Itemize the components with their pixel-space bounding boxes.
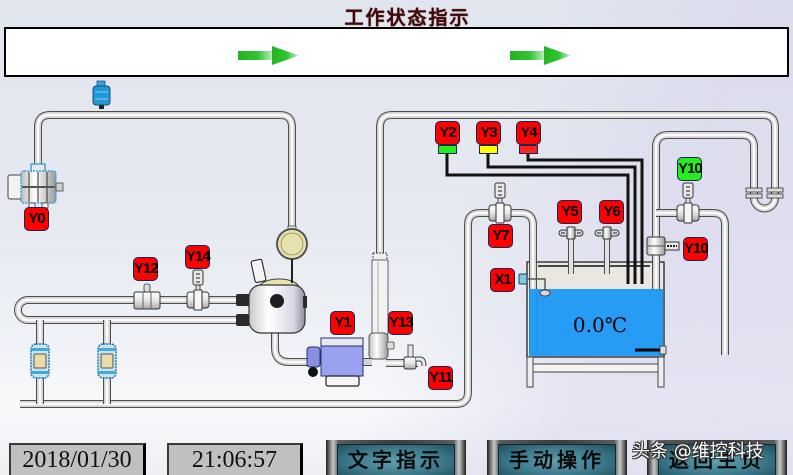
- pipe-u-trap: [745, 187, 784, 209]
- filter-left-2-icon: [97, 343, 117, 379]
- valve-y11-icon: [403, 344, 427, 370]
- air-filter-icon: [92, 80, 111, 109]
- pressure-gauge-icon: [276, 225, 308, 283]
- valve-y7-icon: [488, 182, 512, 224]
- tag-y7: Y7: [488, 224, 513, 248]
- tag-y3: Y3: [476, 121, 501, 145]
- text-indication-button-label: 文字指示: [337, 444, 455, 475]
- manual-operation-button[interactable]: 手动操作: [487, 440, 627, 475]
- text-indication-button[interactable]: 文字指示: [326, 440, 466, 475]
- page-title: 工作状态指示: [344, 7, 471, 29]
- actuator-y6-icon: [594, 226, 620, 240]
- pipe-drain-branch: [656, 213, 725, 355]
- tank-temperature: 0.0℃: [572, 313, 628, 337]
- tag-y11: Y11: [428, 366, 453, 390]
- tag-y14: Y14: [185, 245, 211, 269]
- watermark-text: 头条 @维控科技: [632, 441, 764, 462]
- tag-y1: Y1: [330, 311, 355, 335]
- wire-y3: [486, 154, 637, 284]
- glass-column-icon: [368, 252, 395, 360]
- filter-left-1-icon: [30, 343, 50, 379]
- manual-operation-button-label: 手动操作: [498, 444, 616, 475]
- tag-y5: Y5: [557, 200, 582, 224]
- tank-drain-valve-icon: [659, 345, 667, 355]
- level-sensor-x1: [518, 273, 551, 297]
- valve-y12-icon: [133, 283, 161, 310]
- valve-y14-icon: [186, 269, 210, 311]
- tank-water: [529, 289, 663, 356]
- indicator-lamp-y2: [438, 145, 457, 154]
- tag-y0: Y0: [24, 207, 49, 231]
- mixing-vessel: [236, 258, 307, 334]
- valve-y10-icon: [676, 182, 700, 224]
- flow-arrow-icon: [238, 46, 299, 65]
- pump-y0-icon: [7, 163, 64, 209]
- tag-y4: Y4: [516, 121, 541, 145]
- status-indicator-panel: [4, 27, 789, 77]
- return-home-button-label: 返回主页: [658, 444, 776, 475]
- tag-y13: Y13: [388, 311, 414, 335]
- indicator-lamp-y3: [479, 145, 498, 154]
- sensor-y10-icon: [646, 236, 680, 256]
- time-display: 21:06:57: [167, 443, 303, 475]
- tag-y12: Y12: [133, 257, 159, 281]
- wire-y2: [445, 154, 630, 284]
- tag-y2: Y2: [435, 121, 460, 145]
- indicator-lamp-y4: [519, 145, 538, 154]
- pipe-top-left-loop: [38, 115, 292, 228]
- tag-y6: Y6: [599, 200, 624, 224]
- tag-y10-valve: Y10: [677, 157, 703, 181]
- pipe-vessel-outlet: [275, 333, 310, 362]
- tag-x1: X1: [490, 268, 515, 292]
- date-display: 2018/01/30: [9, 443, 146, 475]
- wire-y4: [526, 154, 644, 284]
- tag-y10-sensor: Y10: [683, 237, 709, 261]
- pump-y1-icon: [306, 337, 364, 387]
- return-home-button[interactable]: 返回主页: [647, 440, 787, 475]
- actuator-y5-icon: [558, 226, 584, 240]
- flow-arrow-icon: [510, 46, 571, 65]
